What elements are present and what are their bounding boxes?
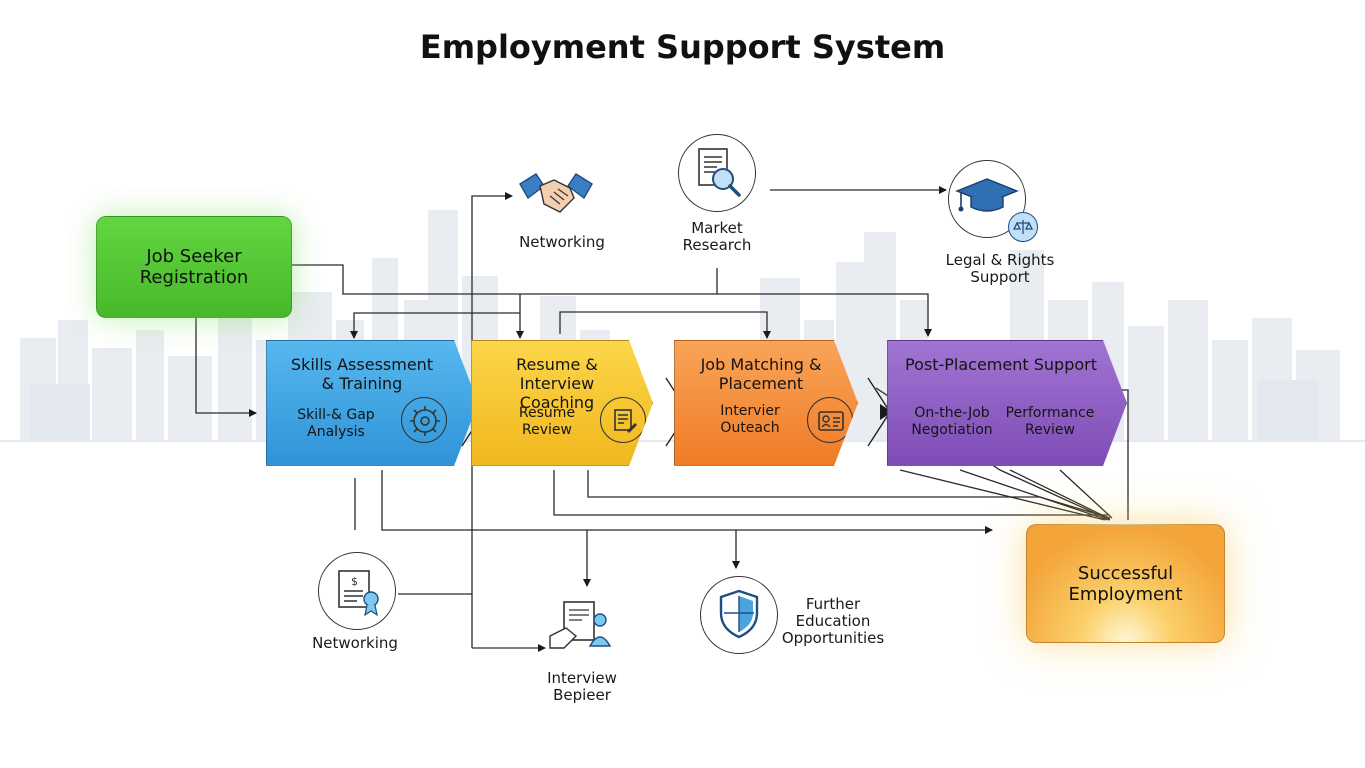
networking-bottom-label: Networking	[312, 634, 398, 652]
shield-icon[interactable]	[700, 576, 778, 654]
stage-sub-item: Resume Review	[518, 405, 576, 438]
stage-title: Job Matching & Placement	[700, 355, 822, 393]
svg-text:$: $	[351, 575, 358, 588]
successful-employment-box[interactable]: Successful Employment	[1026, 524, 1225, 643]
stage-post-placement[interactable]: Post-Placement Support On-the-Job Negoti…	[887, 340, 1127, 466]
stage-sub-item: Skill-& Gap Analysis	[297, 407, 375, 440]
stage-title: Resume & Interview Coaching	[516, 355, 598, 412]
scales-badge-icon	[1008, 212, 1038, 242]
stage-sub-item: On-the-Job Negotiation	[911, 405, 993, 438]
further-education-label: Further Education Opportunities	[781, 595, 885, 647]
legal-support-label: Legal & Rights Support	[945, 251, 1055, 286]
certificate-icon[interactable]: $	[318, 552, 396, 630]
outcome-label: Successful Employment	[1068, 562, 1183, 605]
job-seeker-registration-box[interactable]: Job Seeker Registration	[96, 216, 292, 318]
networking-top-label: Networking	[519, 233, 605, 251]
document-search-icon[interactable]	[678, 134, 756, 212]
registration-label: Job Seeker Registration	[139, 246, 249, 288]
stage-skills-assessment[interactable]: Skills Assessment & Training Skill-& Gap…	[266, 340, 478, 466]
market-research-label: Market Research	[682, 219, 752, 254]
handshake-icon	[514, 166, 598, 227]
stage-title: Skills Assessment & Training	[290, 355, 434, 393]
interview-person-icon	[546, 596, 616, 661]
profile-card-icon	[807, 397, 853, 443]
interview-prep-label: Interview Bepieer	[547, 669, 617, 704]
stage-job-matching[interactable]: Job Matching & Placement Intervier Outea…	[674, 340, 858, 466]
stage-title: Post-Placement Support	[905, 355, 1097, 374]
stage-sub-item: Intervier Outeach	[720, 403, 780, 436]
gear-chart-icon	[401, 397, 447, 443]
stage-resume-coaching[interactable]: Resume & Interview Coaching Resume Revie…	[471, 340, 653, 466]
page-title: Employment Support System	[419, 28, 946, 66]
document-edit-icon	[600, 397, 646, 443]
stage-sub-item: Performance Review	[1005, 405, 1095, 438]
